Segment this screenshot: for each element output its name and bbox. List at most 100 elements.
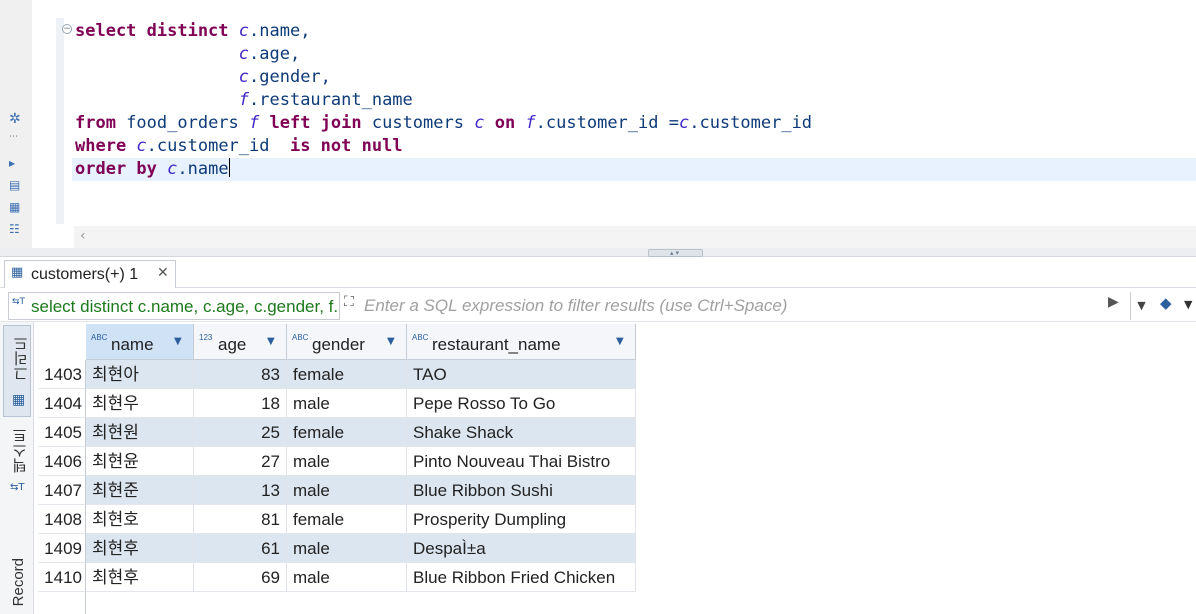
cell-restaurant-name[interactable]: Prosperity Dumpling (407, 505, 636, 534)
sort-dropdown-icon[interactable]: ▼ (267, 336, 275, 347)
cell-gender[interactable]: female (287, 505, 407, 534)
cell-gender[interactable]: female (287, 360, 407, 389)
row-number[interactable]: 1405 (38, 418, 86, 447)
cell-age[interactable]: 81 (194, 505, 287, 534)
panel-splitter[interactable]: ▴▾ (0, 248, 1196, 257)
apply-filter-icon[interactable]: ▶ (1108, 294, 1119, 310)
cell-restaurant-name[interactable]: Blue Ribbon Fried Chicken (407, 563, 636, 592)
filter-input[interactable] (364, 292, 1104, 320)
cell-name[interactable]: 최현후 (86, 563, 194, 592)
run-script-icon[interactable]: ▸ (9, 156, 16, 170)
cell-name[interactable]: 최현후 (86, 534, 194, 563)
cell-gender[interactable]: male (287, 476, 407, 505)
row-number[interactable]: 1408 (38, 505, 86, 534)
row-number[interactable]: 1407 (38, 476, 86, 505)
close-icon[interactable]: ✕ (157, 265, 169, 281)
splitter-handle-icon[interactable]: ▴▾ (648, 249, 703, 257)
code-token: c (167, 159, 178, 179)
cell-age[interactable]: 18 (194, 389, 287, 418)
cell-gender[interactable]: male (287, 563, 407, 592)
more-icon[interactable]: ▼ (1184, 298, 1193, 311)
code-line[interactable]: order by c.name (75, 158, 812, 181)
row-number[interactable]: 1409 (38, 534, 86, 563)
export-icon[interactable]: ▦ (9, 200, 21, 214)
cell-age[interactable]: 61 (194, 534, 287, 563)
cell-gender[interactable]: male (287, 534, 407, 563)
view-tab-record[interactable]: Record (10, 558, 27, 607)
cell-name[interactable]: 최현원 (86, 418, 194, 447)
cell-restaurant-name[interactable]: DespaÌ±a (407, 534, 636, 563)
history-dropdown-icon[interactable]: ▼ (1130, 292, 1152, 320)
expand-icon[interactable]: ⛶ (344, 294, 354, 310)
sort-dropdown-icon[interactable]: ▼ (174, 336, 182, 347)
cell-age[interactable]: 27 (194, 447, 287, 476)
result-view-switcher: 그리드 ▦ 텍스트 ⇆T Record (0, 322, 34, 614)
code-token: customers (371, 113, 475, 133)
code-line[interactable]: c.gender, (75, 66, 812, 89)
sort-dropdown-icon[interactable]: ▼ (387, 336, 395, 347)
row-number[interactable]: 1404 (38, 389, 86, 418)
tab-label: customers(+) 1 (31, 266, 139, 283)
row-number-header (38, 324, 86, 360)
cell-age[interactable]: 83 (194, 360, 287, 389)
cell-name[interactable]: 최현호 (86, 505, 194, 534)
sql-code[interactable]: select distinct c.name, c.age, c.gender,… (75, 20, 812, 181)
cell-age[interactable]: 13 (194, 476, 287, 505)
cell-restaurant-name[interactable]: Pinto Nouveau Thai Bistro (407, 447, 636, 476)
row-number[interactable]: 1410 (38, 563, 86, 592)
outline-icon[interactable]: ☷ (9, 222, 20, 236)
fold-icon[interactable]: − (62, 24, 72, 34)
cell-restaurant-name[interactable]: Blue Ribbon Sushi (407, 476, 636, 505)
cell-name[interactable]: 최현아 (86, 360, 194, 389)
gear-icon[interactable]: ✲ (9, 111, 21, 127)
cell-gender[interactable]: female (287, 418, 407, 447)
sort-dropdown-icon[interactable]: ▼ (616, 336, 624, 347)
cell-name[interactable]: 최현우 (86, 389, 194, 418)
sql-editor[interactable]: ✲ ⋯ ▸ ▤ ▦ ☷ − select distinct c.name, c.… (0, 0, 1196, 248)
row-number[interactable]: 1403 (38, 360, 86, 389)
code-line[interactable]: where c.customer_id is not null (75, 135, 812, 158)
tab-customers-result[interactable]: ▦ customers(+) 1 ✕ (4, 260, 176, 288)
code-line[interactable]: c.age, (75, 43, 812, 66)
eraser-icon[interactable]: ◆ (1160, 294, 1172, 312)
editor-horizontal-scrollbar[interactable]: ‹ (74, 226, 1196, 248)
code-line[interactable]: f.restaurant_name (75, 89, 812, 112)
cell-gender[interactable]: male (287, 447, 407, 476)
cell-gender[interactable]: male (287, 389, 407, 418)
new-script-icon[interactable]: ▤ (9, 178, 21, 192)
cell-restaurant-name[interactable]: TAO (407, 360, 636, 389)
cell-restaurant-name[interactable]: Shake Shack (407, 418, 636, 447)
code-token: c (238, 21, 250, 41)
code-token: .gender, (249, 67, 331, 87)
cell-age[interactable]: 69 (194, 563, 287, 592)
view-tab-grid[interactable]: 그리드 ▦ (3, 325, 31, 417)
cell-name[interactable]: 최현준 (86, 476, 194, 505)
code-line[interactable]: from food_orders f left join customers c… (75, 112, 812, 135)
scroll-left-icon[interactable]: ‹ (80, 228, 86, 244)
code-line[interactable]: select distinct c.name, (75, 20, 812, 43)
row-number[interactable]: 1406 (38, 447, 86, 476)
source-query-box[interactable]: ⇆T select distinct c.name, c.age, c.gend… (8, 292, 340, 320)
column-header-label: age (218, 335, 247, 354)
cell-restaurant-name[interactable]: Pepe Rosso To Go (407, 389, 636, 418)
cell-name[interactable]: 최현윤 (86, 447, 194, 476)
view-tab-text[interactable]: 텍스트 (12, 428, 29, 473)
filter-bar: ⇆T select distinct c.name, c.age, c.gend… (0, 290, 1196, 322)
code-token: .customer_id (689, 113, 813, 133)
cell-age[interactable]: 25 (194, 418, 287, 447)
